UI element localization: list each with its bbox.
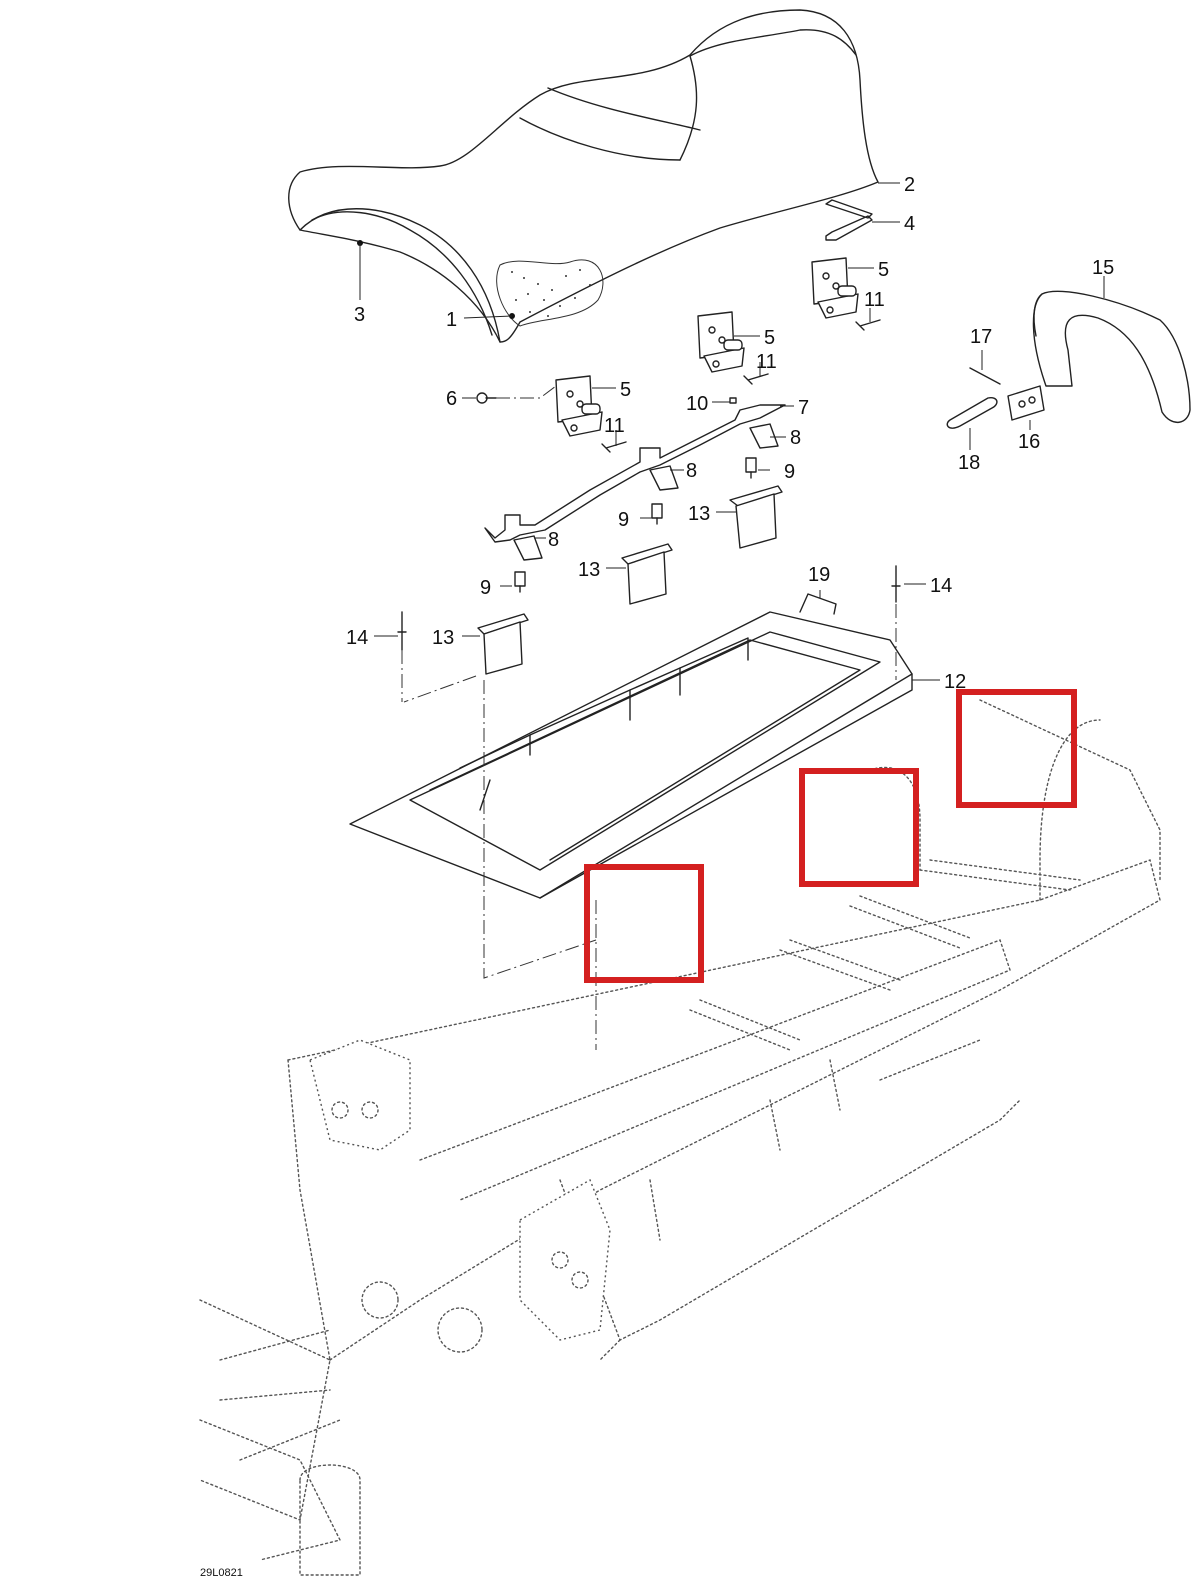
clip <box>513 535 543 561</box>
callout-5: 5 <box>878 259 889 281</box>
highlight-boxes <box>584 689 1077 983</box>
patch-dots <box>511 269 591 317</box>
callout-9: 9 <box>618 509 629 531</box>
callout-16: 16 <box>1018 431 1040 453</box>
callout-labels: 2 4 5 11 15 3 1 5 11 17 6 5 10 7 11 8 16… <box>346 174 1114 693</box>
hinge <box>555 375 603 437</box>
hinge <box>811 257 859 319</box>
screw <box>745 457 757 479</box>
callout-13: 13 <box>688 503 710 525</box>
callout-13: 13 <box>578 559 600 581</box>
callout-9: 9 <box>784 461 795 483</box>
callout-8: 8 <box>548 529 559 551</box>
storage-tray <box>349 611 913 899</box>
drawing-id: 29L0821 <box>200 1567 243 1579</box>
callout-12: 12 <box>944 671 966 693</box>
callout-19: 19 <box>808 564 830 586</box>
callout-6: 6 <box>446 388 457 410</box>
callout-8: 8 <box>686 460 697 482</box>
rivet <box>601 441 627 453</box>
callout-5: 5 <box>620 379 631 401</box>
bracket <box>621 543 673 605</box>
seat-assembly <box>288 9 879 343</box>
callout-15: 15 <box>1092 257 1114 279</box>
spring-clip <box>946 396 998 429</box>
callout-3: 3 <box>354 304 365 326</box>
seat-latch-rod <box>484 404 786 543</box>
wire-clip <box>799 593 837 615</box>
nut <box>729 397 737 404</box>
callout-18: 18 <box>958 452 980 474</box>
callout-1: 1 <box>446 309 457 331</box>
callout-11: 11 <box>604 415 625 437</box>
callout-11: 11 <box>864 289 885 311</box>
leader-lines <box>359 182 1105 681</box>
callout-7: 7 <box>798 397 809 419</box>
callout-17: 17 <box>970 326 992 348</box>
callout-10: 10 <box>686 393 708 415</box>
bracket <box>477 613 529 675</box>
callout-14: 14 <box>930 575 952 597</box>
highlight-box <box>799 768 919 887</box>
bracket <box>729 485 783 549</box>
screw <box>514 571 526 593</box>
callout-9: 9 <box>480 577 491 599</box>
callout-5: 5 <box>764 327 775 349</box>
chassis-frame <box>199 699 1161 1576</box>
mount-plate <box>1007 385 1045 421</box>
hinge <box>697 311 745 373</box>
rivet <box>855 319 881 331</box>
grab-handle <box>1032 290 1191 423</box>
rivet <box>743 373 769 385</box>
callout-4: 4 <box>904 213 915 235</box>
callout-8: 8 <box>790 427 801 449</box>
seat-strip <box>825 199 873 241</box>
rivet <box>969 367 1001 385</box>
push-pin <box>397 611 407 651</box>
callout-2: 2 <box>904 174 915 196</box>
assembly-centerlines <box>401 385 897 1050</box>
screw <box>476 392 497 404</box>
callout-14: 14 <box>346 627 368 649</box>
clip <box>749 423 779 449</box>
callout-11: 11 <box>756 351 777 373</box>
callout-13: 13 <box>432 627 454 649</box>
push-pin <box>891 565 901 603</box>
highlight-box <box>956 689 1077 808</box>
clip <box>649 465 679 491</box>
highlight-box <box>584 864 704 983</box>
screw <box>651 503 663 525</box>
